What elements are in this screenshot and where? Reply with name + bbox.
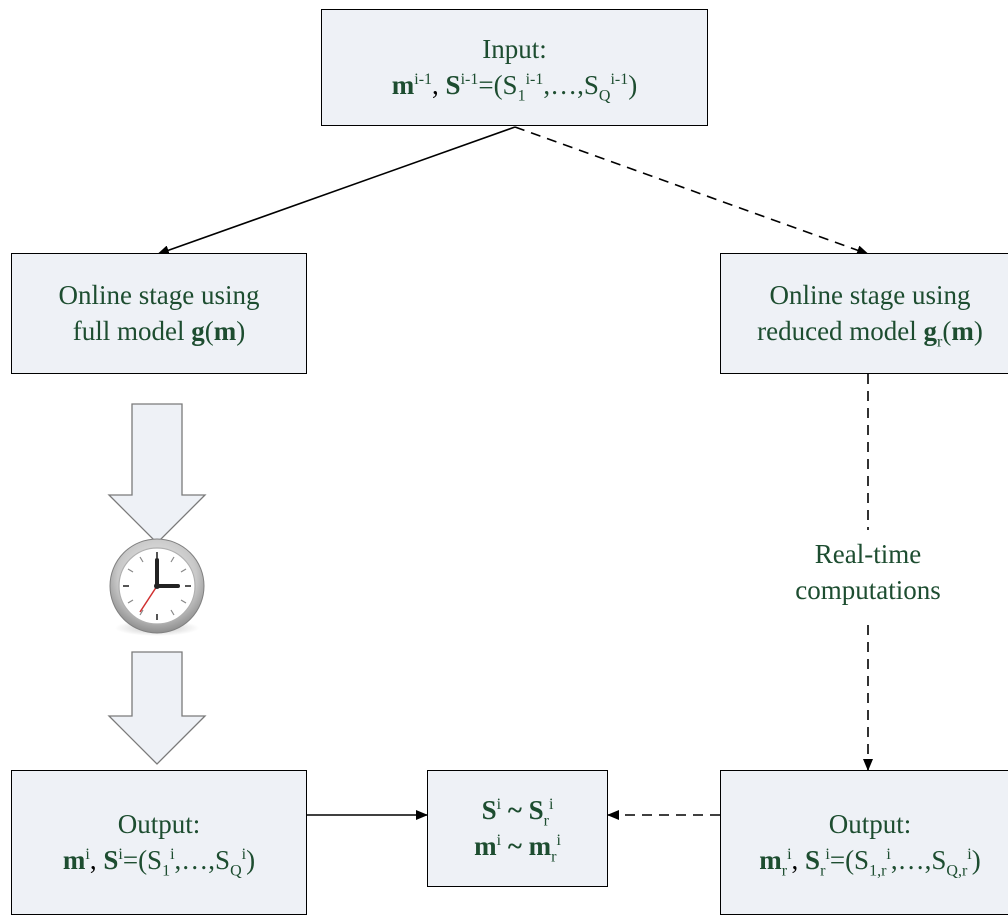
output-full-formula: mi, Si=(S1i,…,SQi) <box>62 844 256 879</box>
down-arrow-icon <box>107 403 207 544</box>
clock-icon <box>109 538 205 636</box>
arrow-input-to-reduced <box>514 126 869 255</box>
input-title: Input: <box>482 34 547 65</box>
realtime-label: Real-time computations <box>758 536 978 609</box>
output-reduced-formula: mri, Sri=(S1,ri,…,SQ,ri) <box>759 844 981 879</box>
output-reduced-box: Output: mri, Sri=(S1,ri,…,SQ,ri) <box>720 770 1008 915</box>
down-arrow-icon <box>107 651 207 765</box>
full-model-line1: Online stage using <box>58 280 260 311</box>
output-full-title: Output: <box>117 809 201 840</box>
realtime-line1: Real-time <box>814 539 922 569</box>
compare-line1: Si ~ Sri <box>481 795 554 830</box>
input-formula: mi-1, Si-1=(S1i-1,…,SQi-1) <box>391 69 638 104</box>
reduced-model-box: Online stage using reduced model gr(m) <box>720 253 1008 374</box>
output-reduced-title: Output: <box>828 809 912 840</box>
realtime-line2: computations <box>795 575 941 606</box>
compare-line2: mi ~ mri <box>474 830 561 865</box>
full-model-line2: full model g(m) <box>72 315 246 346</box>
input-box: Input: mi-1, Si-1=(S1i-1,…,SQi-1) <box>321 9 708 126</box>
compare-box: Si ~ Sri mi ~ mri <box>427 770 608 887</box>
full-model-box: Online stage using full model g(m) <box>11 253 307 374</box>
reduced-model-line2: reduced model gr(m) <box>757 315 983 350</box>
reduced-model-line1: Online stage using <box>769 280 971 311</box>
arrow-input-to-full <box>157 126 516 256</box>
output-full-box: Output: mi, Si=(S1i,…,SQi) <box>11 770 307 915</box>
